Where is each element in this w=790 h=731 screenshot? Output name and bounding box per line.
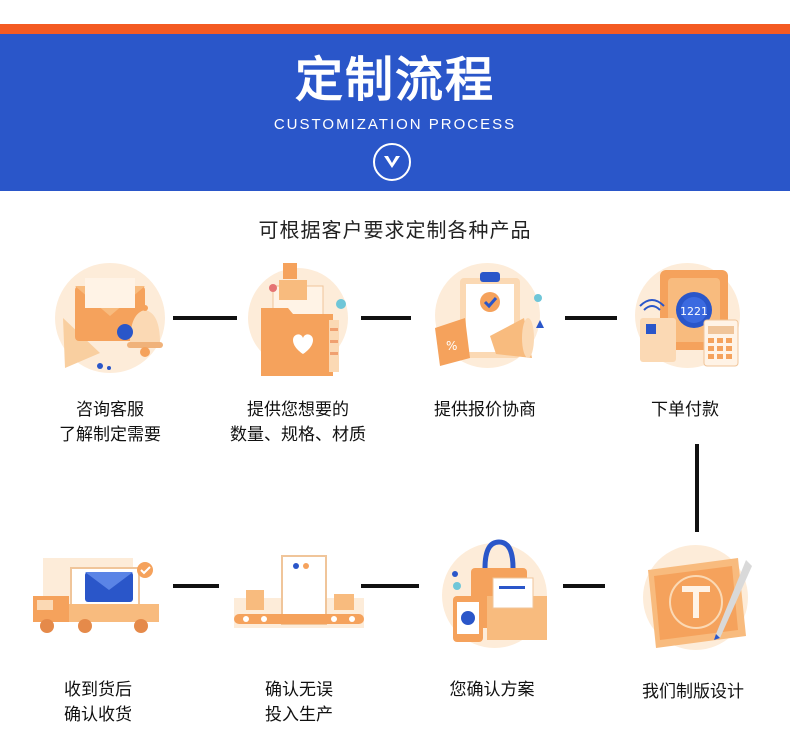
connector-line xyxy=(565,316,617,320)
clipboard-megaphone-icon: % xyxy=(420,258,550,378)
step-receive-line2: 确认收货 xyxy=(64,705,132,725)
connector-line xyxy=(563,584,605,588)
connector-line xyxy=(173,584,219,588)
intro-text: 可根据客户要求定制各种产品 xyxy=(258,218,532,242)
svg-text:%: % xyxy=(446,339,457,353)
step-design-line1: 我们制版设计 xyxy=(642,682,744,702)
shopping-bag-icon xyxy=(427,538,557,658)
step-quote-line1: 提供报价协商 xyxy=(434,400,536,420)
step-payment-line1: 下单付款 xyxy=(651,400,719,420)
folder-icon xyxy=(233,258,363,378)
step-consult: 咨询客服 了解制定需要 xyxy=(25,258,195,448)
envelope-bell-icon xyxy=(45,258,175,378)
connector-line xyxy=(361,584,419,588)
connector-line xyxy=(361,316,411,320)
page-subtitle: CUSTOMIZATION PROCESS xyxy=(273,116,517,133)
step-quote: % 提供报价协商 xyxy=(400,258,570,423)
chevron-down-icon xyxy=(384,156,400,168)
connector-line-vertical xyxy=(695,444,699,532)
connector-line xyxy=(173,316,237,320)
header-banner: 定制流程 CUSTOMIZATION PROCESS xyxy=(0,34,790,191)
step-consult-line2: 了解制定需要 xyxy=(59,425,161,445)
step-production-line1: 确认无误 xyxy=(265,680,333,700)
step-design: 我们制版设计 xyxy=(608,540,778,705)
step-production: 确认无误 投入生产 xyxy=(214,538,384,728)
step-confirm-plan-line1: 您确认方案 xyxy=(449,680,535,700)
step-consult-line1: 咨询客服 xyxy=(76,400,144,420)
step-confirm-plan: 您确认方案 xyxy=(407,538,577,703)
step-payment: 1221 下单付款 xyxy=(600,258,770,423)
orange-accent-band xyxy=(0,24,790,34)
step-provide-specs-line2: 数量、规格、材质 xyxy=(230,425,366,445)
top-white-strip xyxy=(0,0,790,24)
step-provide-specs: 提供您想要的 数量、规格、材质 xyxy=(213,258,383,448)
scroll-down-button[interactable] xyxy=(373,143,411,181)
production-line-icon xyxy=(234,538,364,658)
delivery-truck-icon xyxy=(33,538,163,658)
step-provide-specs-line1: 提供您想要的 xyxy=(247,400,349,420)
safe-code-text: 1221 xyxy=(680,305,708,318)
design-drafting-icon xyxy=(628,540,758,660)
step-receive-line1: 收到货后 xyxy=(64,680,132,700)
page-title: 定制流程 xyxy=(294,52,495,108)
step-production-line2: 投入生产 xyxy=(265,705,333,725)
safe-payment-icon: 1221 xyxy=(620,258,750,378)
step-receive: 收到货后 确认收货 xyxy=(13,538,183,728)
